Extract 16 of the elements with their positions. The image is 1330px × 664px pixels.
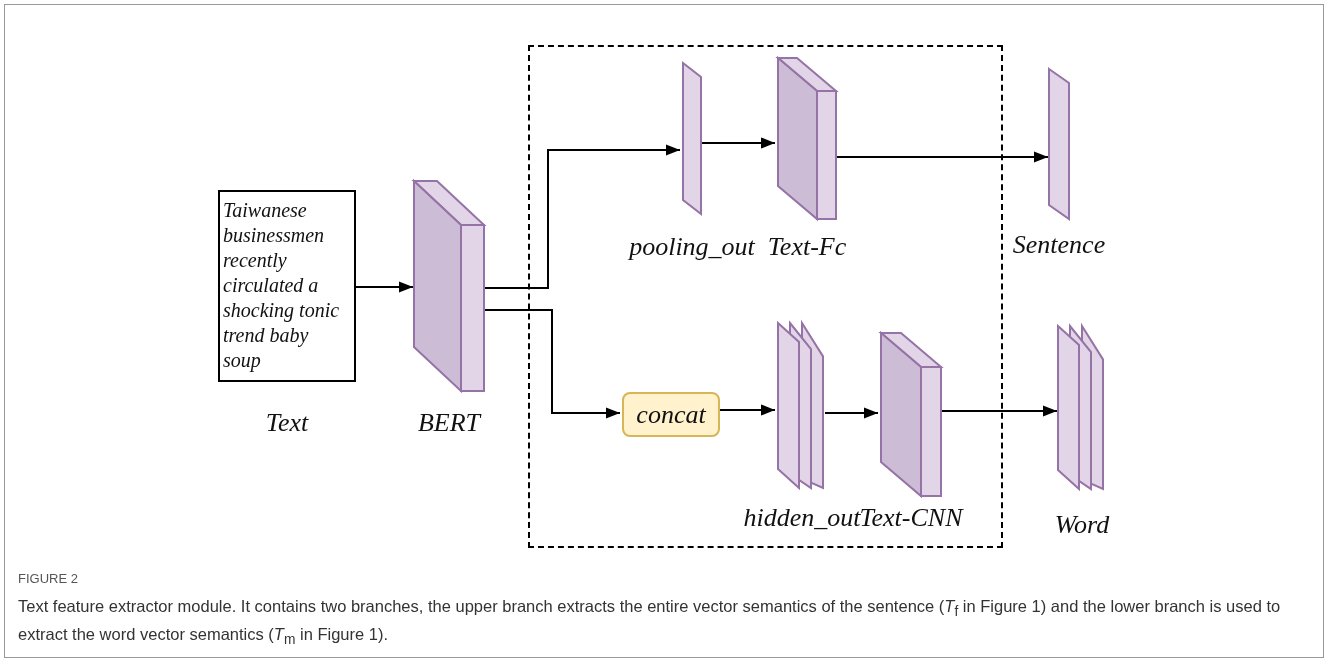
figure-caption: Text feature extractor module. It contains two branches, the upper branch extracts the entire vector semantics of the sentence (T$_{f}$ in Figure 1) and the lower branch is used to extract the word vector semantics (T$_{m}$ in Figure 1). xyxy=(18,596,1282,650)
layer-name: BERT xyxy=(417,408,481,438)
concat-box: concat xyxy=(622,392,720,437)
arrow xyxy=(484,144,681,289)
input-text-box: Taiwanese businessmen recently circulated a shocking tonic trend baby soup xyxy=(218,190,356,382)
layer-name: Text xyxy=(265,408,309,438)
arrow xyxy=(484,309,621,419)
layer-name: hidden_out xyxy=(743,503,861,533)
figure-number: FIGURE 2 xyxy=(18,571,78,586)
layer-name: pooling_out xyxy=(629,232,755,262)
layer-name: Text-Fc xyxy=(767,232,847,262)
layer-name: Sentence xyxy=(1012,230,1106,260)
arrow xyxy=(355,281,414,293)
arrow xyxy=(824,407,879,419)
dashed-group-frame xyxy=(528,45,1003,548)
layer-name: Word xyxy=(1054,510,1110,540)
